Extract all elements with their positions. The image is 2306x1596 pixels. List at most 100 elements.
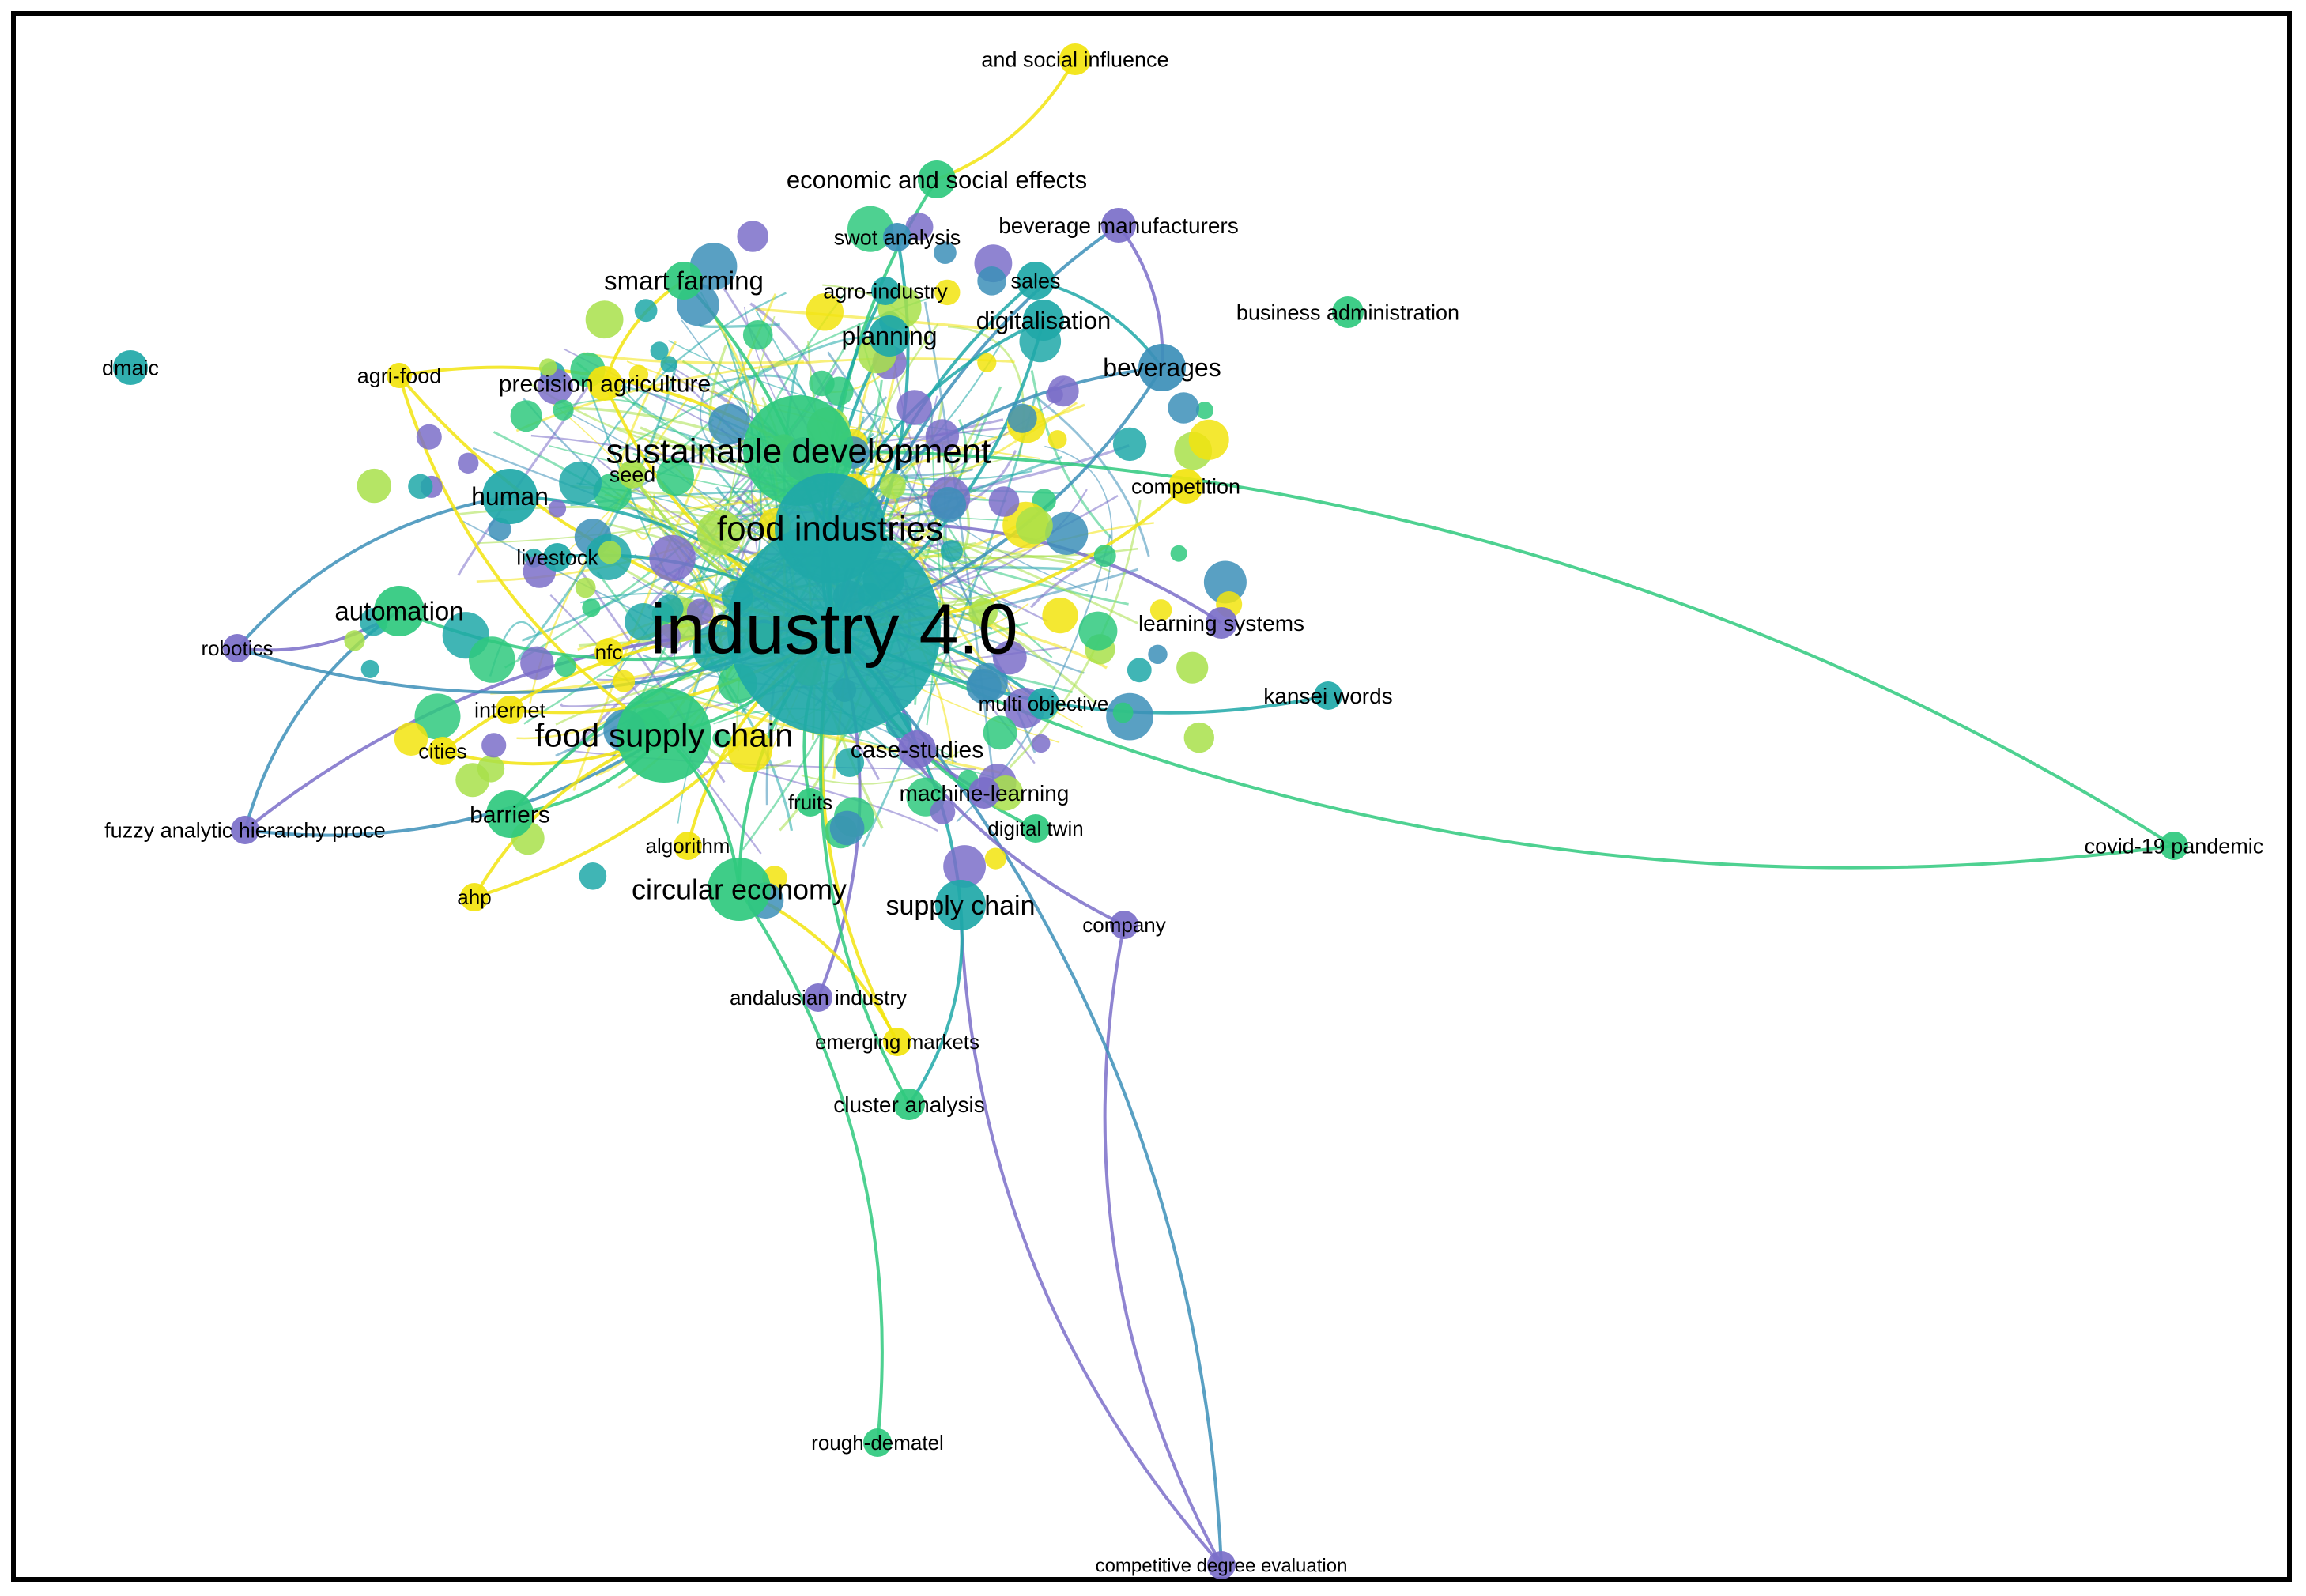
label-multi-objective: multi objective [979, 692, 1109, 715]
background-edge [625, 376, 666, 422]
label-case-studies: case-studies [851, 738, 983, 764]
unlabeled-node [650, 341, 669, 360]
node-sales [1017, 262, 1055, 300]
node-dmaic [113, 350, 148, 385]
unlabeled-node [414, 693, 461, 740]
unlabeled-node [554, 655, 576, 677]
label-covid19: covid-19 pandemic [2085, 834, 2264, 858]
unlabeled-node [1195, 401, 1213, 420]
label-ahp: ahp [457, 885, 491, 909]
label-cluster-analysis: cluster analysis [833, 1092, 984, 1117]
unlabeled-node [656, 624, 681, 648]
label-andalusian: andalusian industry [730, 986, 907, 1009]
unlabeled-node [737, 221, 768, 252]
node-food-supply-chain [617, 688, 711, 783]
unlabeled-node [1176, 651, 1209, 684]
unlabeled-node [1042, 598, 1078, 634]
unlabeled-node [925, 419, 960, 453]
unlabeled-node [742, 320, 773, 350]
unlabeled-node [905, 213, 934, 241]
network-frame [11, 11, 2292, 1582]
unlabeled-node [1045, 511, 1089, 556]
label-machine-learning: machine-learning [900, 781, 1070, 806]
unlabeled-node [416, 424, 442, 450]
unlabeled-node [708, 403, 750, 445]
background-edge [689, 571, 732, 583]
background-edge [693, 519, 1138, 559]
unlabeled-node [1170, 545, 1187, 562]
node-barriers [486, 790, 534, 838]
label-digitalisation: digitalisation [976, 307, 1111, 334]
label-cities: cities [418, 739, 467, 763]
edge-competitive_degree-supply_chain [959, 904, 1223, 1567]
label-business-admin: business administration [1236, 300, 1459, 324]
node-human [482, 469, 538, 524]
label-fruits: fruits [788, 790, 832, 814]
label-beverage-manufacturers: beverage manufacturers [998, 213, 1239, 238]
edge-competitive_degree-company [1103, 924, 1223, 1566]
unlabeled-node [992, 640, 1027, 675]
unlabeled-node [977, 266, 1006, 296]
edge-cluster_analysis-supply_chain [908, 904, 964, 1106]
unlabeled-node [1112, 427, 1147, 462]
label-swot: swot analysis [834, 225, 961, 249]
unlabeled-node [559, 461, 602, 504]
label-internet: internet [474, 698, 546, 722]
label-food-supply-chain: food supply chain [535, 717, 794, 754]
node-case-studies [898, 730, 936, 768]
unlabeled-node [1127, 658, 1152, 683]
unlabeled-node [806, 293, 844, 331]
label-smart-farming: smart farming [604, 266, 764, 296]
unlabeled-node [1188, 419, 1229, 460]
node-robotics [223, 634, 251, 662]
label-robotics: robotics [201, 636, 273, 660]
label-food-industries: food industries [717, 509, 943, 548]
unlabeled-node [1032, 734, 1051, 753]
node-supply-chain [935, 880, 986, 930]
unlabeled-node [394, 722, 428, 756]
label-economic-social: economic and social effects [787, 166, 1087, 194]
unlabeled-node [968, 598, 998, 628]
unlabeled-node [712, 729, 731, 748]
unlabeled-node [575, 577, 596, 598]
unlabeled-node [1016, 507, 1053, 545]
node-covid19 [2160, 832, 2188, 860]
node-cities [428, 737, 457, 765]
unlabeled-node [983, 715, 1017, 750]
unlabeled-node [344, 630, 365, 651]
unlabeled-node [613, 670, 636, 692]
node-industry40 [727, 522, 941, 735]
label-livestock: livestock [516, 545, 598, 569]
unlabeled-node [988, 486, 1020, 517]
label-circular-economy: circular economy [632, 873, 847, 906]
unlabeled-node [1183, 722, 1215, 753]
node-algorithm [674, 832, 702, 860]
node-machine-learning [968, 777, 1000, 809]
unlabeled-node [1203, 560, 1247, 604]
unlabeled-node [829, 810, 865, 846]
node-cluster-analysis [893, 1089, 925, 1120]
node-rough-dematel [863, 1428, 892, 1457]
node-competitive-degree [1207, 1551, 1236, 1579]
label-automation: automation [334, 597, 463, 626]
unlabeled-node [510, 400, 542, 432]
unlabeled-node [1007, 403, 1037, 433]
unlabeled-node [930, 487, 967, 523]
label-supply-chain: supply chain [885, 891, 1035, 921]
unlabeled-node [696, 510, 743, 556]
label-algorithm: algorithm [646, 834, 730, 858]
unlabeled-node [1046, 386, 1063, 404]
node-digital-twin [1021, 814, 1050, 843]
unlabeled-node [537, 368, 573, 405]
unlabeled-node [548, 500, 567, 518]
node-food-industries [775, 473, 885, 583]
node-emerging-markets [883, 1028, 911, 1056]
unlabeled-node [360, 659, 379, 678]
label-and-social-influence: and social influence [981, 47, 1168, 71]
node-learning-systems [1206, 607, 1237, 639]
node-swot [883, 223, 911, 251]
background-edge [874, 323, 939, 484]
background-edge [549, 594, 762, 855]
background-edge [862, 390, 1038, 847]
node-agri-food [387, 363, 412, 388]
